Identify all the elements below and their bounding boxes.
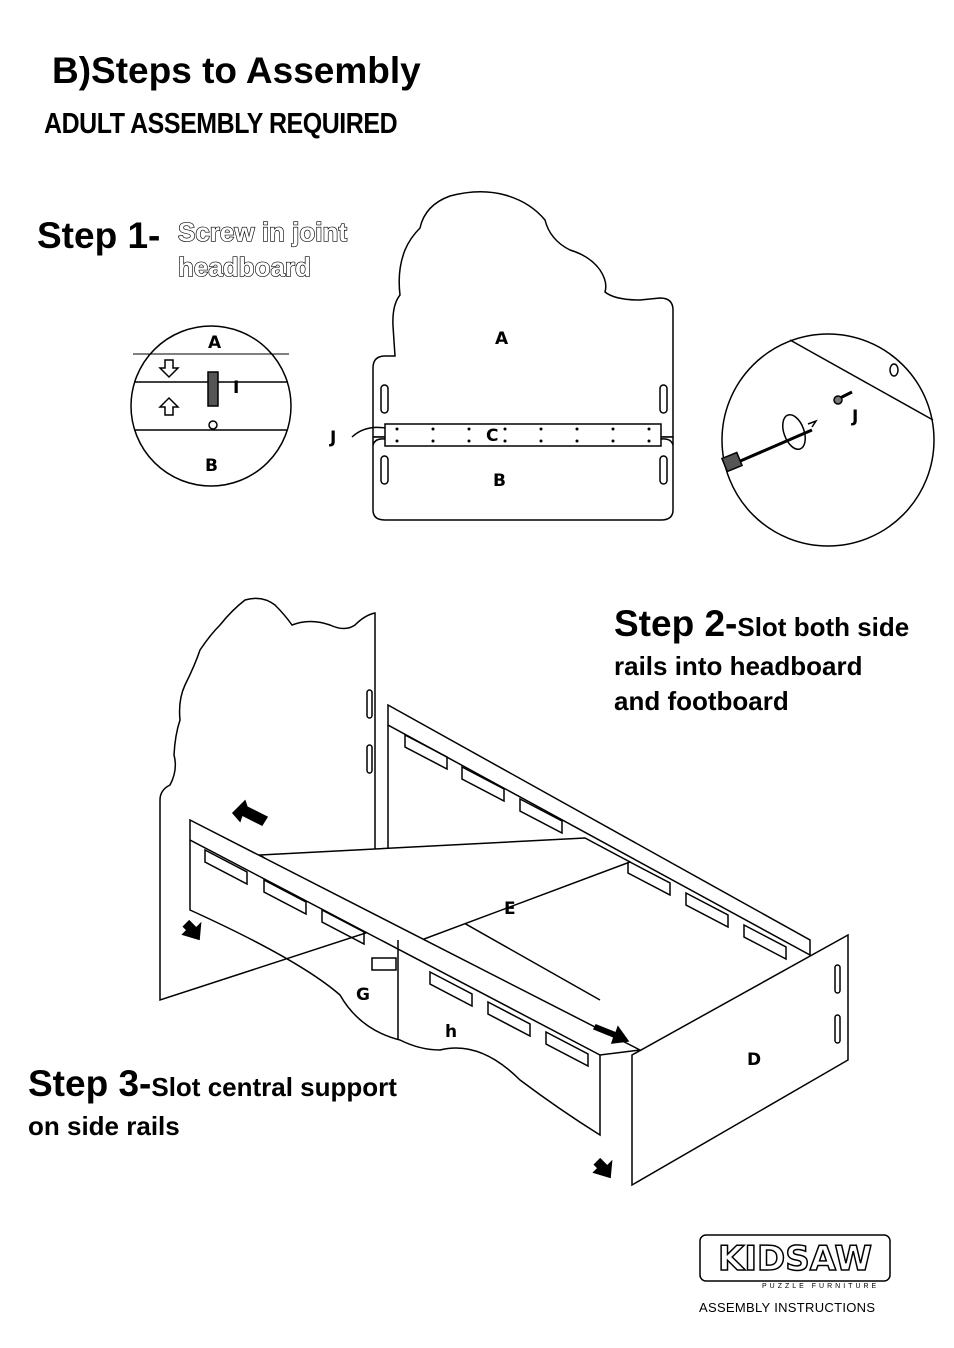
label-a-detail: A: [208, 333, 222, 353]
joint-detail-circle: [130, 325, 292, 487]
label-j-right: J: [852, 407, 859, 427]
label-c: C: [486, 426, 499, 446]
label-i: I: [233, 378, 240, 398]
logo-subtext: PUZZLE FURNITURE: [762, 1283, 880, 1290]
label-g: G: [356, 985, 370, 1005]
step2-desc-line3: and footboard: [614, 686, 789, 716]
screwdriver-detail-circle: [720, 333, 935, 547]
step1-description: Screw in joint headboard: [177, 215, 348, 285]
step2-desc-line2: rails into headboard: [614, 651, 863, 681]
arrow-down-icon: [158, 359, 180, 379]
step3-heading: Step 3-: [28, 1063, 152, 1104]
page-subtitle: ADULT ASSEMBLY REQUIRED: [44, 108, 398, 140]
arrow-icon: [592, 1024, 630, 1044]
kidsaw-logo: [699, 1234, 891, 1282]
bed-assembly-diagram: [159, 597, 849, 1187]
step2-heading: Step 2-: [614, 603, 738, 644]
step1-desc-line2: headboard: [177, 251, 311, 282]
label-b: B: [493, 471, 506, 491]
step3-text: Step 3-Slot central support on side rail…: [28, 1063, 397, 1144]
label-j-left: J: [330, 428, 337, 448]
label-b-detail: B: [205, 456, 218, 476]
headboard-diagram: [351, 191, 674, 521]
step2-desc-line1: Slot both side: [737, 612, 910, 642]
arrow-icon: [592, 1157, 613, 1179]
arrow-icon: [231, 799, 269, 826]
step2-text: Step 2-Slot both side rails into headboa…: [614, 603, 910, 719]
arrow-icon: [181, 919, 202, 941]
footer-caption: ASSEMBLY INSTRUCTIONS: [699, 1300, 876, 1315]
label-a: A: [495, 329, 509, 349]
logo-text: KIDSAW: [718, 1239, 872, 1279]
label-h: h: [445, 1022, 458, 1042]
step1-heading: Step 1-: [37, 215, 161, 256]
step3-desc-line2: on side rails: [28, 1111, 180, 1141]
step1-desc-line1: Screw in joint: [177, 216, 348, 247]
label-e: E: [504, 899, 516, 919]
page-title: B)Steps to Assembly: [52, 50, 421, 91]
arrow-up-icon: [158, 396, 180, 416]
label-d: D: [747, 1050, 762, 1070]
step3-desc-line1: Slot central support: [151, 1072, 397, 1102]
